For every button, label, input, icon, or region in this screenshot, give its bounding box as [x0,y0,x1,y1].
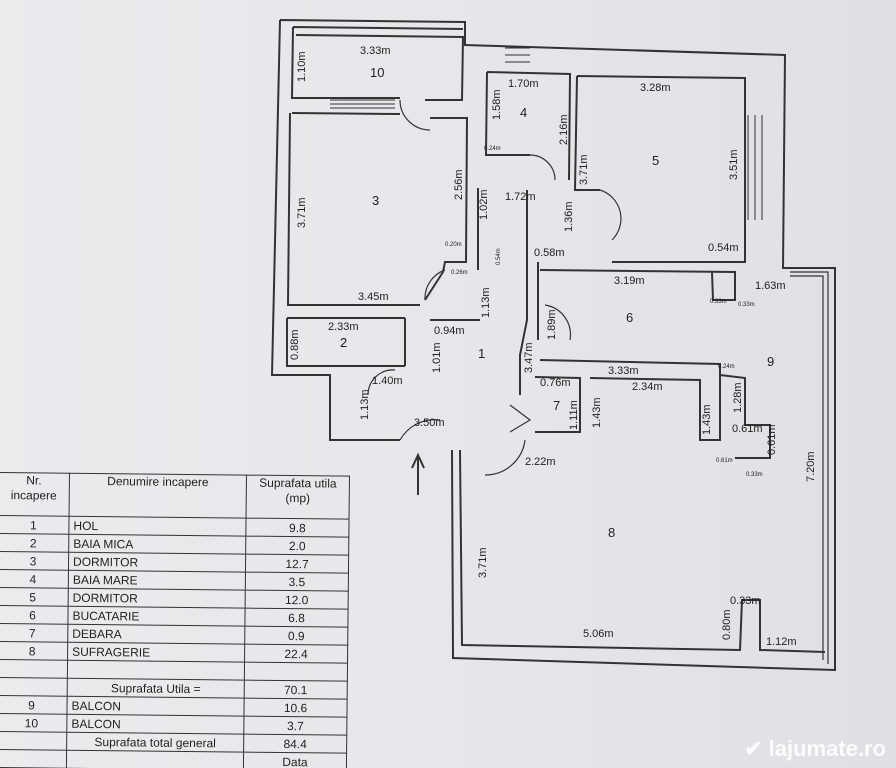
svg-text:0.33m: 0.33m [738,302,755,308]
room-label-9: 9 [767,354,774,369]
svg-text:0.54m: 0.54m [708,242,739,254]
svg-text:3.45m: 3.45m [358,291,389,303]
table-header: Nr. incapere Denumire incapere Suprafata… [0,472,350,520]
header-nr: Nr. incapere [0,472,70,517]
door-arcs [367,99,622,476]
svg-text:1.72m: 1.72m [505,191,536,203]
vertical-dimension-labels: 1.10m 3.71m 2.56m 1.58m 2.16m 3.71m 3.51… [289,51,817,640]
svg-text:1.28m: 1.28m [732,382,744,413]
svg-text:1.40m: 1.40m [372,375,403,387]
room-label-10: 10 [370,65,384,80]
svg-text:2.33m: 2.33m [328,321,359,333]
svg-text:0.20m: 0.20m [445,242,462,248]
outer-wall [270,19,836,672]
svg-text:3.33m: 3.33m [360,45,391,57]
rooms-area-table: Nr. incapere Denumire incapere Suprafata… [0,472,350,768]
entrance-arrow-icon [411,452,425,495]
svg-text:1.89m: 1.89m [546,309,558,340]
svg-text:0.58m: 0.58m [534,247,565,259]
room-3-walls [286,112,469,306]
room-8-walls [459,373,826,653]
room-label-8: 8 [608,525,615,540]
svg-text:0.54m: 0.54m [496,248,502,265]
room-label-6: 6 [626,310,633,325]
svg-text:0.61m: 0.61m [716,458,733,464]
svg-text:0.80m: 0.80m [721,609,733,640]
svg-text:7.20m: 7.20m [805,451,817,482]
svg-text:3.51m: 3.51m [728,149,740,180]
svg-text:1.63m: 1.63m [755,280,786,292]
svg-text:1.12m: 1.12m [766,636,797,648]
svg-text:0.61m: 0.61m [732,423,763,435]
svg-text:3.28m: 3.28m [640,82,671,94]
balcony-10-walls [290,26,465,101]
svg-text:3.71m: 3.71m [296,197,308,228]
svg-text:0.94m: 0.94m [434,325,465,337]
watermark: ✔ lajumate.ro [744,736,886,761]
watermark-logo-icon: ✔ [744,736,763,761]
balcony-9-railing [790,271,829,664]
room-label-5: 5 [652,153,659,168]
svg-text:1.70m: 1.70m [508,78,539,90]
header-name: Denumire incapere [69,473,247,519]
room-5-walls [573,75,746,263]
window-hatches [330,47,763,220]
svg-text:0.24m: 0.24m [718,364,735,370]
svg-text:2.16m: 2.16m [558,114,570,145]
room-7-walls [534,376,581,433]
svg-text:0.33m: 0.33m [710,299,727,305]
hall-walls [404,188,539,395]
svg-text:2.22m: 2.22m [525,456,556,468]
svg-text:1.43m: 1.43m [701,404,713,435]
room-label-7: 7 [553,398,560,413]
svg-text:1.10m: 1.10m [296,51,308,82]
svg-text:1.58m: 1.58m [491,89,503,120]
room-label-2: 2 [340,335,347,350]
room-label-1: 1 [478,346,485,361]
svg-text:1.36m: 1.36m [563,201,575,232]
svg-text:3.71m: 3.71m [578,154,590,185]
svg-text:0.33m: 0.33m [730,595,761,607]
svg-text:2.34m: 2.34m [632,381,663,393]
room-label-4: 4 [520,105,527,120]
svg-text:3.33m: 3.33m [608,365,639,377]
svg-text:0.33m: 0.33m [746,472,763,478]
svg-text:0.26m: 0.26m [451,270,468,276]
svg-text:0.76m: 0.76m [540,377,571,389]
header-area: Suprafata utila (mp) [246,475,350,520]
svg-text:5.06m: 5.06m [583,628,614,640]
room-2-walls [286,317,405,367]
date-row: Data [0,749,347,768]
room-6-walls [539,269,736,375]
svg-text:2.56m: 2.56m [453,169,465,200]
room-label-3: 3 [372,193,379,208]
svg-text:0.24m: 0.24m [484,146,501,152]
svg-text:3.50m: 3.50m [414,417,445,429]
svg-text:1.02m: 1.02m [478,189,490,220]
svg-text:3.71m: 3.71m [477,547,489,578]
svg-text:1.13m: 1.13m [480,287,492,318]
svg-text:1.11m: 1.11m [568,400,580,430]
room-4-walls [484,71,572,181]
svg-text:3.19m: 3.19m [614,275,645,287]
svg-text:3.47m: 3.47m [523,342,535,373]
svg-text:0.88m: 0.88m [289,329,301,360]
svg-text:1.13m: 1.13m [359,389,371,420]
dimension-labels: 3.33m 3.45m 1.70m 0.24m 3.28m 0.54m 1.72… [328,45,797,648]
svg-text:1.01m: 1.01m [431,342,443,373]
svg-text:1.43m: 1.43m [591,397,603,428]
svg-text:0.61m: 0.61m [766,424,778,455]
